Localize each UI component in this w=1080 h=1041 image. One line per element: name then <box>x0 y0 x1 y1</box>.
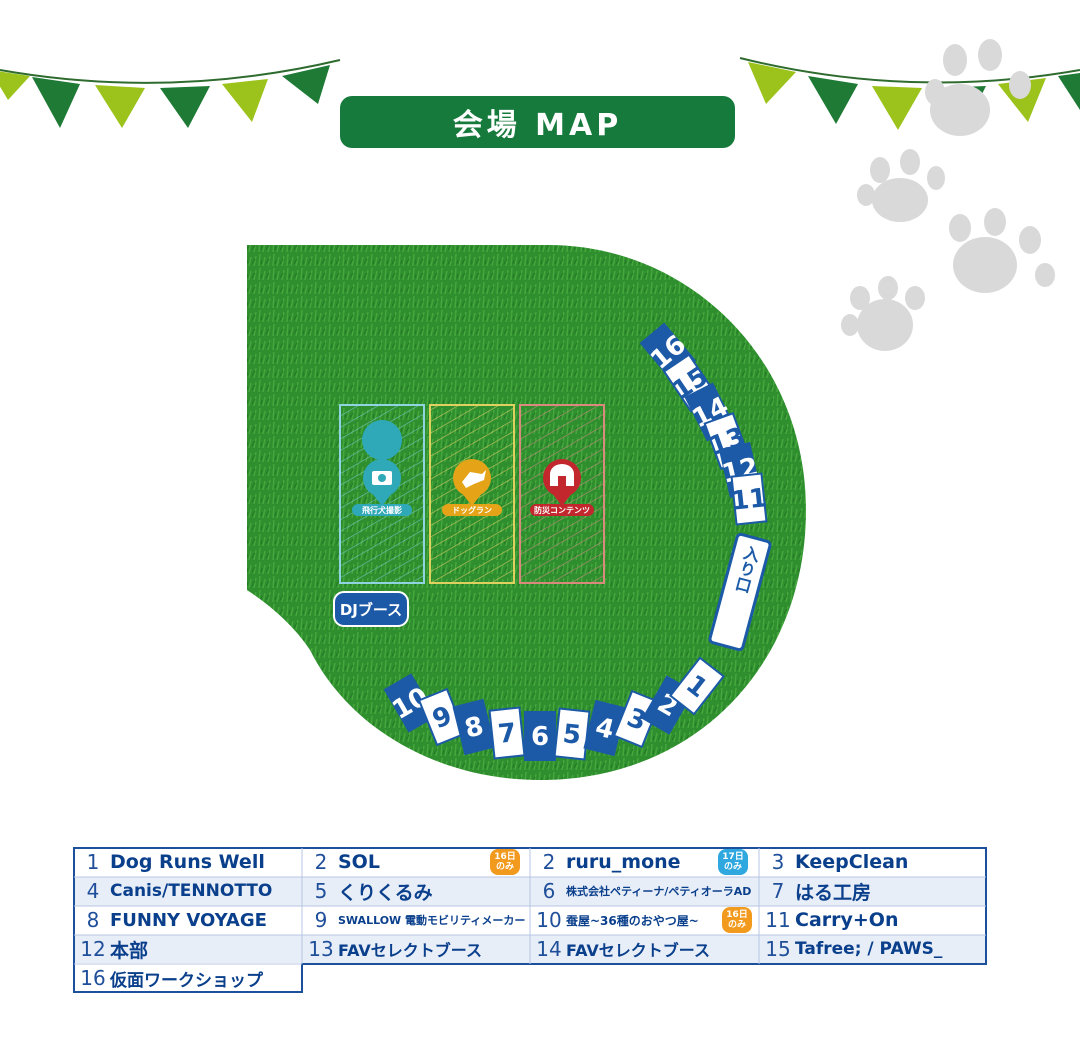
camera-icon <box>372 471 392 485</box>
legend-name: ruru_mone <box>566 851 681 873</box>
legend-name: FUNNY VOYAGE <box>110 909 267 931</box>
legend-entry-5: 5 くりくるみ <box>304 877 530 905</box>
badge-16-only: 16日のみ <box>490 849 520 875</box>
legend-num: 16 <box>80 966 106 990</box>
legend-entry-3: 3 KeepClean <box>761 848 986 876</box>
page-title-text: 会場 MAP <box>452 108 623 143</box>
legend-num: 2 <box>314 850 328 874</box>
legend-name: はる工房 <box>795 881 872 904</box>
booth-7[interactable]: 7 <box>488 706 526 760</box>
booth-legend: 1 Dog Runs Well 2 SOL 16日のみ 2 ruru_mone … <box>72 846 988 994</box>
legend-entry-6: 6 株式会社ペティーナ/ペティオーラAD <box>532 877 758 905</box>
legend-num: 2 <box>542 850 556 874</box>
dog-icon <box>462 470 486 488</box>
legend-entry-2a: 2 SOL 16日のみ <box>304 848 530 876</box>
entrance[interactable]: 入り口 <box>708 532 772 652</box>
legend-entry-12: 12 本部 <box>76 935 302 963</box>
legend-name: Dog Runs Well <box>110 851 265 873</box>
legend-entry-2b: 2 ruru_mone 17日のみ <box>532 848 758 876</box>
paw-print-icon <box>925 39 1031 136</box>
booth-number: 11 <box>730 483 769 517</box>
legend-num: 12 <box>80 937 106 961</box>
legend-num: 6 <box>542 879 556 903</box>
booth-8[interactable]: 8 <box>452 698 496 756</box>
booth-6[interactable]: 6 <box>524 711 556 761</box>
badge-16-only: 16日のみ <box>722 907 752 933</box>
legend-num: 5 <box>314 879 328 903</box>
legend-entry-14: 14 FAVセレクトブース <box>532 935 758 963</box>
booth-number: 6 <box>531 722 549 752</box>
zone-bousai[interactable]: 防災コンテンツ <box>519 404 605 584</box>
legend-name: 蚕屋~36種のおやつ屋~ <box>566 913 699 928</box>
legend-name: 本部 <box>110 939 149 962</box>
legend-num: 1 <box>86 850 100 874</box>
dj-booth-label: DJブース <box>340 601 402 619</box>
legend-name: 仮面ワークショップ <box>110 970 263 991</box>
zone-photo[interactable]: 飛行犬撮影 <box>339 404 425 584</box>
booth-1[interactable]: 1 <box>669 656 725 716</box>
legend-name: SWALLOW 電動モビリティメーカー <box>338 914 526 927</box>
legend-num: 11 <box>765 908 791 932</box>
legend-num: 14 <box>536 937 562 961</box>
booth-9[interactable]: 9 <box>417 687 467 747</box>
legend-frame <box>73 847 987 993</box>
legend-num: 9 <box>314 908 328 932</box>
legend-entry-8: 8 FUNNY VOYAGE <box>76 906 302 934</box>
legend-num: 4 <box>86 879 100 903</box>
legend-name: Canis/TENNOTTO <box>110 881 273 901</box>
legend-name: くりくるみ <box>338 881 433 904</box>
badge-17-only: 17日のみ <box>718 849 748 875</box>
legend-entry-11: 11 Carry+On <box>761 906 986 934</box>
legend-name: FAVセレクトブース <box>566 941 710 960</box>
bunting-right <box>739 57 1080 130</box>
zone-photo-label: 飛行犬撮影 <box>361 505 402 515</box>
legend-name: Carry+On <box>795 909 899 931</box>
legend-name: KeepClean <box>795 851 909 873</box>
legend-entry-7: 7 はる工房 <box>761 877 986 905</box>
legend-entry-9: 9 SWALLOW 電動モビリティメーカー <box>304 906 530 934</box>
paw-print-icon <box>841 276 925 351</box>
dj-booth[interactable]: DJブース <box>333 591 409 627</box>
bunting-left <box>0 59 341 128</box>
legend-num: 3 <box>771 850 785 874</box>
zone-bousai-label: 防災コンテンツ <box>534 505 590 515</box>
booth-number: 7 <box>497 718 518 750</box>
legend-name: Tafree; / PAWS_ <box>795 939 943 959</box>
page-title: 会場 MAP <box>340 96 735 148</box>
legend-entry-10: 10 蚕屋~36種のおやつ屋~ 16日のみ <box>532 906 758 934</box>
booth-number: 5 <box>561 719 582 751</box>
legend-name: SOL <box>338 851 380 873</box>
legend-num: 7 <box>771 879 785 903</box>
legend-entry-4: 4 Canis/TENNOTTO <box>76 877 302 905</box>
paw-print-icon <box>857 149 945 222</box>
booth-11[interactable]: 11 <box>728 472 769 526</box>
legend-num: 8 <box>86 908 100 932</box>
zone-dogrun[interactable]: ドッグラン <box>429 404 515 584</box>
legend-name: FAVセレクトブース <box>338 941 482 960</box>
booth-5[interactable]: 5 <box>553 707 591 761</box>
legend-entry-15: 15 Tafree; / PAWS_ <box>761 935 986 963</box>
legend-entry-16: 16 仮面ワークショップ <box>76 964 302 992</box>
legend-entry-1: 1 Dog Runs Well <box>76 848 302 876</box>
paw-print-icon <box>949 208 1055 293</box>
shelter-icon <box>550 464 574 486</box>
legend-entry-13: 13 FAVセレクトブース <box>304 935 530 963</box>
legend-num: 13 <box>308 937 334 961</box>
zone-dogrun-label: ドッグラン <box>452 505 492 515</box>
legend-num: 10 <box>536 908 562 932</box>
legend-num: 15 <box>765 937 791 961</box>
legend-name: 株式会社ペティーナ/ペティオーラAD <box>566 885 752 898</box>
